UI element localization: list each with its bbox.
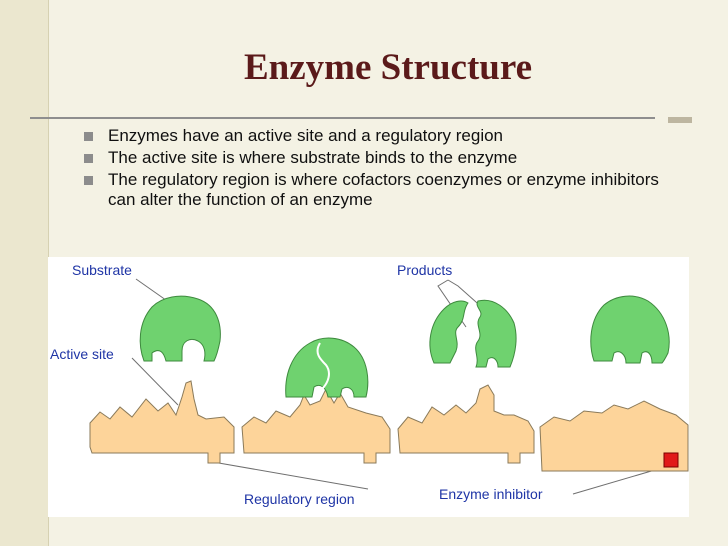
active-site-pointer-line — [131, 357, 179, 406]
regulatory-region-pointer-line — [212, 461, 369, 490]
bullet-item: The active site is where substrate binds… — [84, 148, 684, 168]
enzyme-inhibitor-square — [663, 452, 679, 468]
title-underline-accent — [668, 117, 692, 123]
enzyme-shape-4 — [539, 400, 689, 472]
square-bullet-icon — [84, 176, 93, 185]
enzyme-diagram-graphic — [89, 278, 689, 495]
active-site-label: Active site — [50, 346, 114, 362]
bullet-list: Enzymes have an active site and a regula… — [84, 126, 684, 212]
bullet-text: Enzymes have an active site and a regula… — [108, 126, 504, 145]
bullet-item: The regulatory region is where cofactors… — [84, 170, 684, 210]
title-underline — [30, 117, 655, 119]
bullet-text: The regulatory region is where cofactors… — [108, 170, 659, 209]
complex-split-line — [316, 342, 330, 390]
products-pointer-line-right — [447, 279, 486, 311]
slide-side-bar — [0, 0, 48, 546]
product-shape-right — [475, 299, 517, 368]
substrate-shape — [139, 295, 221, 362]
enzyme-diagram: Substrate Products Active site Regulator… — [48, 257, 689, 517]
regulatory-region-label: Regulatory region — [244, 491, 355, 507]
enzyme-shape-2 — [241, 387, 391, 464]
product-shape-left — [429, 300, 469, 364]
square-bullet-icon — [84, 132, 93, 141]
products-label: Products — [397, 262, 453, 278]
slide-title: Enzyme Structure — [243, 47, 533, 88]
released-substrate-shape — [590, 295, 670, 364]
enzyme-inhibitor-label: Enzyme inhibitor — [439, 486, 543, 502]
substrate-label: Substrate — [72, 262, 132, 278]
enzyme-shape-1 — [89, 380, 235, 464]
bullet-text: The active site is where substrate binds… — [108, 148, 518, 167]
square-bullet-icon — [84, 154, 93, 163]
enzyme-shape-3 — [397, 384, 535, 464]
bullet-item: Enzymes have an active site and a regula… — [84, 126, 684, 146]
